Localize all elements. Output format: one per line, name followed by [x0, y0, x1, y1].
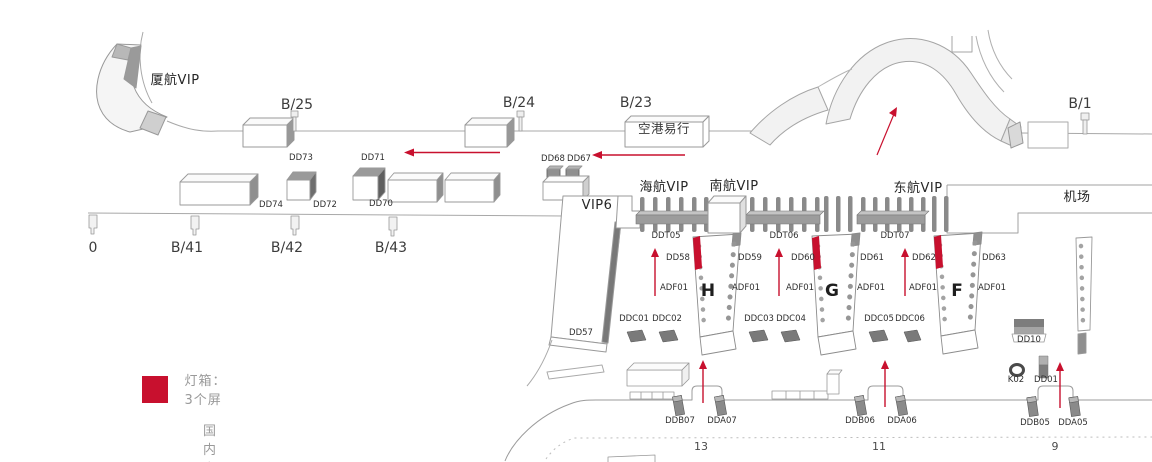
flow-arrows [404, 107, 1064, 408]
curbside-posts [673, 395, 1081, 416]
jetbridge-icons-bottom [89, 215, 397, 236]
curbside-structures [608, 363, 842, 462]
terminal-outline [947, 185, 1152, 233]
legend-lightbox-row: 灯箱：3个屏 [142, 370, 231, 408]
legend-lightbox-label: 灯箱：3个屏 [184, 374, 227, 408]
vip6-corridor [527, 196, 640, 386]
gate-kiosk-boxes [243, 116, 1068, 148]
lightbox-swatch [142, 375, 169, 403]
lightbox-dd58 [693, 236, 702, 270]
pier-h-shape [693, 233, 741, 355]
lightbox-dd62 [934, 235, 943, 269]
k02-column [1011, 365, 1024, 376]
legend-flow-label: 国内客流方向 [203, 424, 218, 458]
curbside-road [505, 386, 1152, 461]
legend-flow-row: 国内客流方向 [142, 420, 217, 462]
lightbox-dd60 [812, 236, 821, 270]
dd10-lightbox [1012, 319, 1046, 342]
pier-g-shape [812, 233, 860, 355]
jetbridge-icons-top [291, 111, 1089, 134]
pier-e-partial [1076, 237, 1092, 354]
flyover-arch [750, 30, 1021, 146]
xiamen-vip-ramp [97, 44, 167, 135]
security-combs [636, 196, 949, 233]
billboard-boxes [180, 166, 589, 205]
ddc-boxes [627, 330, 921, 342]
pier-f-shape [934, 232, 982, 354]
dd01-totem [1039, 356, 1048, 378]
